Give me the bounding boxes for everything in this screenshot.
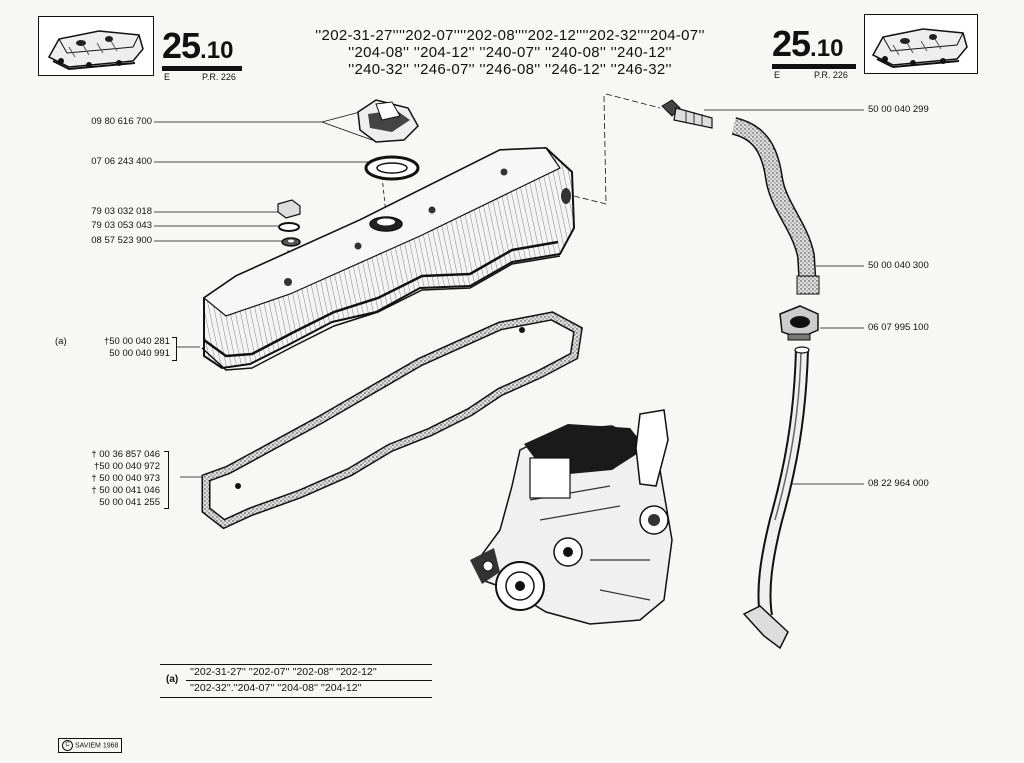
engine-thumbnail-right-icon	[871, 28, 968, 69]
section-major-left: 25	[162, 25, 201, 66]
gasket-part-line-1: † 00 36 857 046	[91, 449, 160, 460]
cover-part-line-1: †50 00 040 281	[103, 336, 170, 347]
section-number-right: 25.10 E P.R. 226	[772, 26, 858, 80]
cover-bracket	[172, 337, 177, 361]
model-line-3: ''240-32'' ''246-07'' ''246-08'' ''246-1…	[348, 61, 672, 78]
part-label-nut: 79 03 032 018	[91, 206, 152, 217]
copyright-icon: C	[62, 740, 73, 751]
model-line-2: ''204-08'' ''204-12'' ''240-07'' ''240-0…	[348, 44, 672, 61]
footnote-row-2: ''202-32''.''204-07'' ''204-08'' ''204-1…	[190, 682, 362, 694]
section-rule-right	[772, 64, 856, 69]
section-number-left: 25.10 E P.R. 226	[162, 28, 246, 82]
model-line-1: ''202-31-27''''202-07''''202-08''''202-1…	[315, 27, 705, 44]
pr-ref-right: P.R. 226	[814, 70, 848, 80]
part-label-hose-clip: 06 07 995 100	[868, 322, 929, 333]
cover-part-line-2: 50 00 040 991	[109, 348, 170, 359]
gasket-part-line-5: 50 00 041 255	[99, 497, 160, 508]
gasket-part-line-2: †50 00 040 972	[93, 461, 160, 472]
gasket-part-group: † 00 36 857 046 †50 00 040 972 † 50 00 0…	[40, 449, 180, 511]
part-label-breather-hose: 50 00 040 300	[868, 260, 929, 271]
part-label-breather-pipe: 08 22 964 000	[868, 478, 929, 489]
section-minor-right: .10	[810, 35, 844, 62]
copyright-notice: C SAVIEM 1968	[58, 738, 123, 753]
cover-part-group: (a) †50 00 040 281 50 00 040 991	[50, 335, 178, 361]
lang-code-left: E	[164, 72, 171, 82]
washer-icon	[278, 222, 300, 232]
thumbnail-left	[38, 16, 154, 76]
nut-icon	[277, 199, 301, 219]
footnote-marker: (a)	[166, 674, 179, 685]
gasket-icon	[201, 311, 583, 530]
part-label-filler-cap: 09 80 616 700	[91, 116, 152, 127]
valve-cover-icon	[201, 146, 576, 371]
seal-ring-icon	[364, 155, 420, 181]
footnote-row-1: ''202-31-27'' ''202-07'' ''202-08'' ''20…	[190, 666, 377, 678]
breather-hose-icon	[731, 117, 820, 295]
footnote-divider	[186, 680, 432, 681]
part-label-washer: 79 03 053 043	[91, 220, 152, 231]
pr-ref-left: P.R. 226	[202, 72, 236, 82]
section-rule-left	[162, 66, 242, 71]
part-label-seal-ring: 07 06 243 400	[91, 156, 152, 167]
copyright-text: SAVIEM 1968	[74, 742, 119, 750]
part-label-grommet: 08 57 523 900	[91, 235, 152, 246]
breather-pipe-icon	[742, 346, 810, 650]
gasket-bracket	[164, 451, 169, 509]
hose-clip-icon	[779, 305, 819, 341]
grommet-icon	[281, 237, 301, 247]
gasket-part-line-3: † 50 00 040 973	[91, 473, 160, 484]
engine-assembly-icon	[470, 409, 673, 625]
cover-marker: (a)	[55, 336, 67, 347]
filler-cap-icon	[357, 99, 419, 143]
section-minor-left: .10	[200, 37, 234, 64]
part-label-breather-fitting: 50 00 040 299	[868, 104, 929, 115]
thumbnail-right	[864, 14, 978, 74]
section-major-right: 25	[772, 23, 811, 64]
lang-code-right: E	[774, 70, 781, 80]
breather-fitting-icon	[661, 99, 713, 129]
footnote-table: (a) ''202-31-27'' ''202-07'' ''202-08'' …	[160, 664, 432, 698]
engine-thumbnail-left-icon	[47, 30, 144, 71]
model-list: ''202-31-27''''202-07''''202-08''''202-1…	[262, 27, 758, 78]
gasket-part-line-4: † 50 00 041 046	[91, 485, 160, 496]
